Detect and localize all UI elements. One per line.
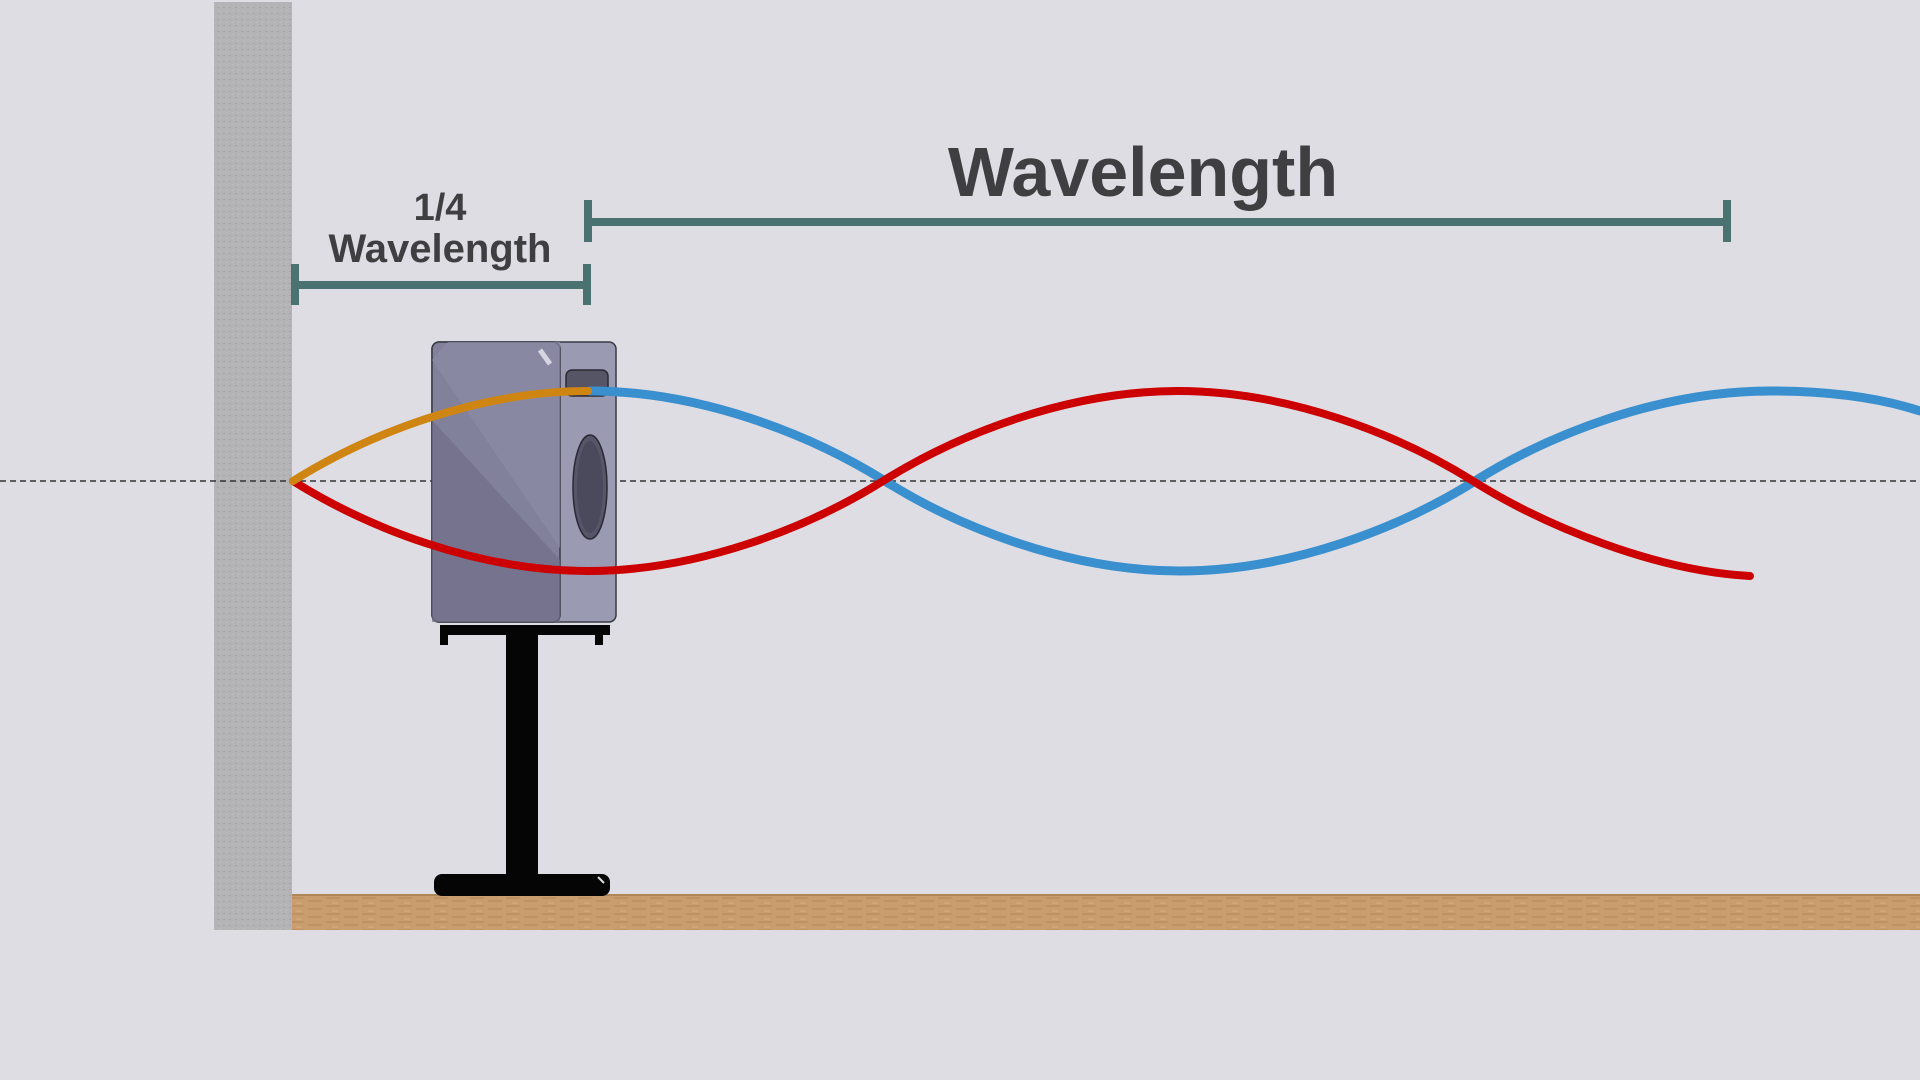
quarter-wavelength-dimension [291,264,591,305]
quarter-label-word: Wavelength [329,227,552,271]
speaker-stand-icon [434,625,610,896]
wavelength-label: Wavelength [948,133,1338,211]
floor [292,895,1920,930]
near-wave-segment [289,387,592,485]
incident-wave [585,386,1920,576]
speaker-icon [431,341,617,623]
wall [214,2,292,930]
reflected-wave [289,386,1754,580]
quarter-label-fraction: 1/4 [414,187,467,229]
wavelength-dimension [584,200,1731,242]
